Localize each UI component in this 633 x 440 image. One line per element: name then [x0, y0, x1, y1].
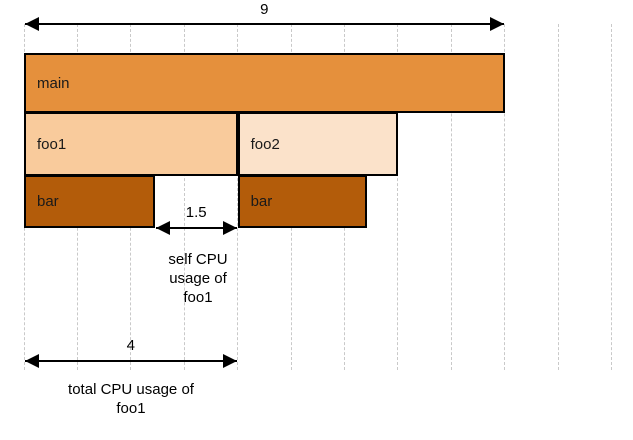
measure-shaft	[155, 227, 237, 229]
flame-frame-label: main	[37, 74, 70, 92]
flame-frame-label: bar	[37, 193, 59, 210]
caption-total-cpu: total CPU usage of foo1	[21, 380, 241, 418]
grid-line	[610, 24, 612, 370]
caption-line: usage of	[169, 270, 227, 287]
measure-label-self-cpu: 1.5	[185, 204, 207, 221]
flame-frame-bar-2-0[interactable]: bar	[24, 175, 155, 228]
caption-line: foo1	[183, 289, 213, 306]
grid-line	[450, 24, 452, 370]
flame-frame-foo1-1-0[interactable]: foo1	[24, 112, 238, 176]
measure-shaft	[25, 360, 237, 362]
arrow-head-left-icon	[155, 221, 170, 235]
measure-label-total-cpu: 4	[126, 337, 135, 354]
arrow-head-right-icon	[489, 17, 504, 31]
arrow-head-right-icon	[222, 221, 237, 235]
arrow-head-left-icon	[25, 354, 39, 368]
measure-arrow-total-cpu	[25, 354, 237, 368]
flame-frame-main-0-0[interactable]: main	[24, 53, 505, 113]
flame-frame-label: foo1	[37, 135, 67, 153]
measure-label-total-main: 9	[260, 1, 269, 18]
grid-line	[183, 24, 185, 370]
caption-self-cpu: self CPU usage of foo1	[128, 250, 268, 307]
caption-line: total CPU usage of	[68, 381, 194, 398]
arrow-head-right-icon	[222, 354, 237, 368]
flame-frame-label: bar	[250, 193, 273, 210]
grid-line	[397, 24, 399, 370]
caption-line: foo1	[116, 400, 146, 417]
grid-line	[504, 24, 506, 370]
measure-shaft	[25, 23, 504, 25]
measure-arrow-self-cpu	[155, 221, 237, 235]
caption-line: self CPU	[168, 251, 228, 268]
measure-arrow-total-main	[25, 17, 504, 31]
flame-frame-foo2-1-1[interactable]: foo2	[237, 112, 398, 176]
flame-frame-label: foo2	[250, 135, 280, 153]
arrow-head-left-icon	[25, 17, 39, 31]
grid-line	[557, 24, 559, 370]
flame-frame-bar-2-1[interactable]: bar	[237, 175, 367, 228]
